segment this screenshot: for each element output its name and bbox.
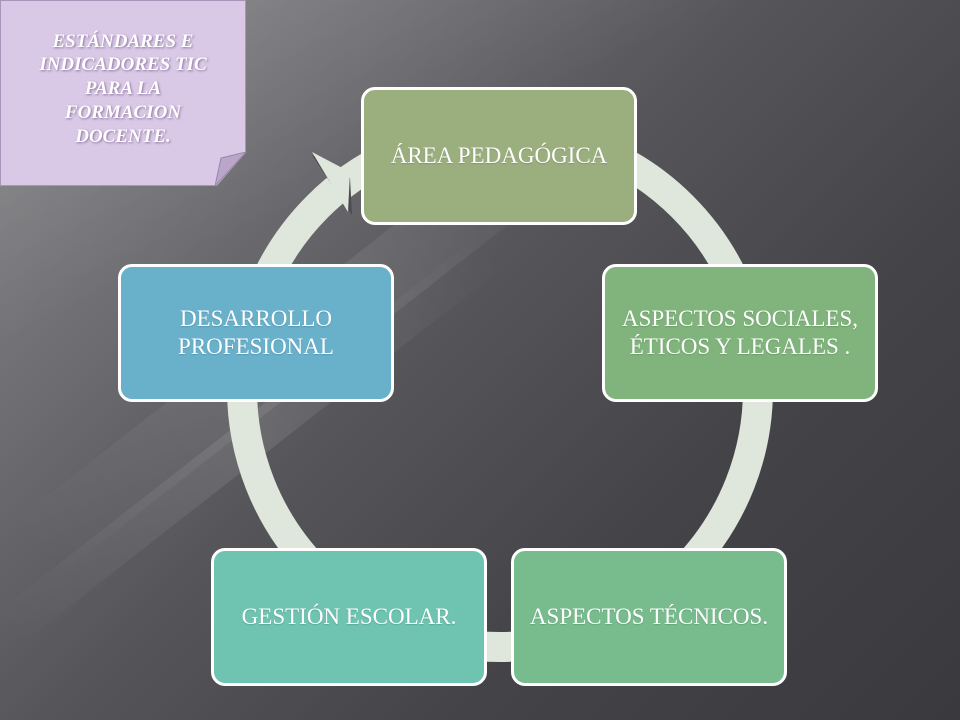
cycle-item-area-pedagogica: ÁREA PEDAGÓGICA	[361, 87, 637, 225]
cycle-item-label: ASPECTOS TÉCNICOS.	[529, 604, 769, 630]
cycle-item-label: ASPECTOS SOCIALES, ÉTICOS Y LEGALES .	[621, 306, 859, 359]
cycle-item-label: ÁREA PEDAGÓGICA	[390, 143, 608, 169]
title-note: ESTÁNDARES E INDICADORES TIC PARA LA FOR…	[0, 0, 246, 186]
cycle-arrow-head-icon	[312, 152, 350, 212]
page-curl-icon	[215, 152, 246, 186]
cycle-item-desarrollo-profesional: DESARROLLO PROFESIONAL	[118, 264, 394, 402]
cycle-item-aspectos-tecnicos: ASPECTOS TÉCNICOS.	[511, 548, 787, 686]
cycle-item-aspectos-sociales: ASPECTOS SOCIALES, ÉTICOS Y LEGALES .	[602, 264, 878, 402]
title-note-text: ESTÁNDARES E INDICADORES TIC PARA LA FOR…	[39, 30, 207, 147]
cycle-item-gestion-escolar: GESTIÓN ESCOLAR.	[211, 548, 487, 686]
cycle-item-label: GESTIÓN ESCOLAR.	[241, 604, 457, 630]
cycle-item-label: DESARROLLO PROFESIONAL	[178, 306, 334, 359]
